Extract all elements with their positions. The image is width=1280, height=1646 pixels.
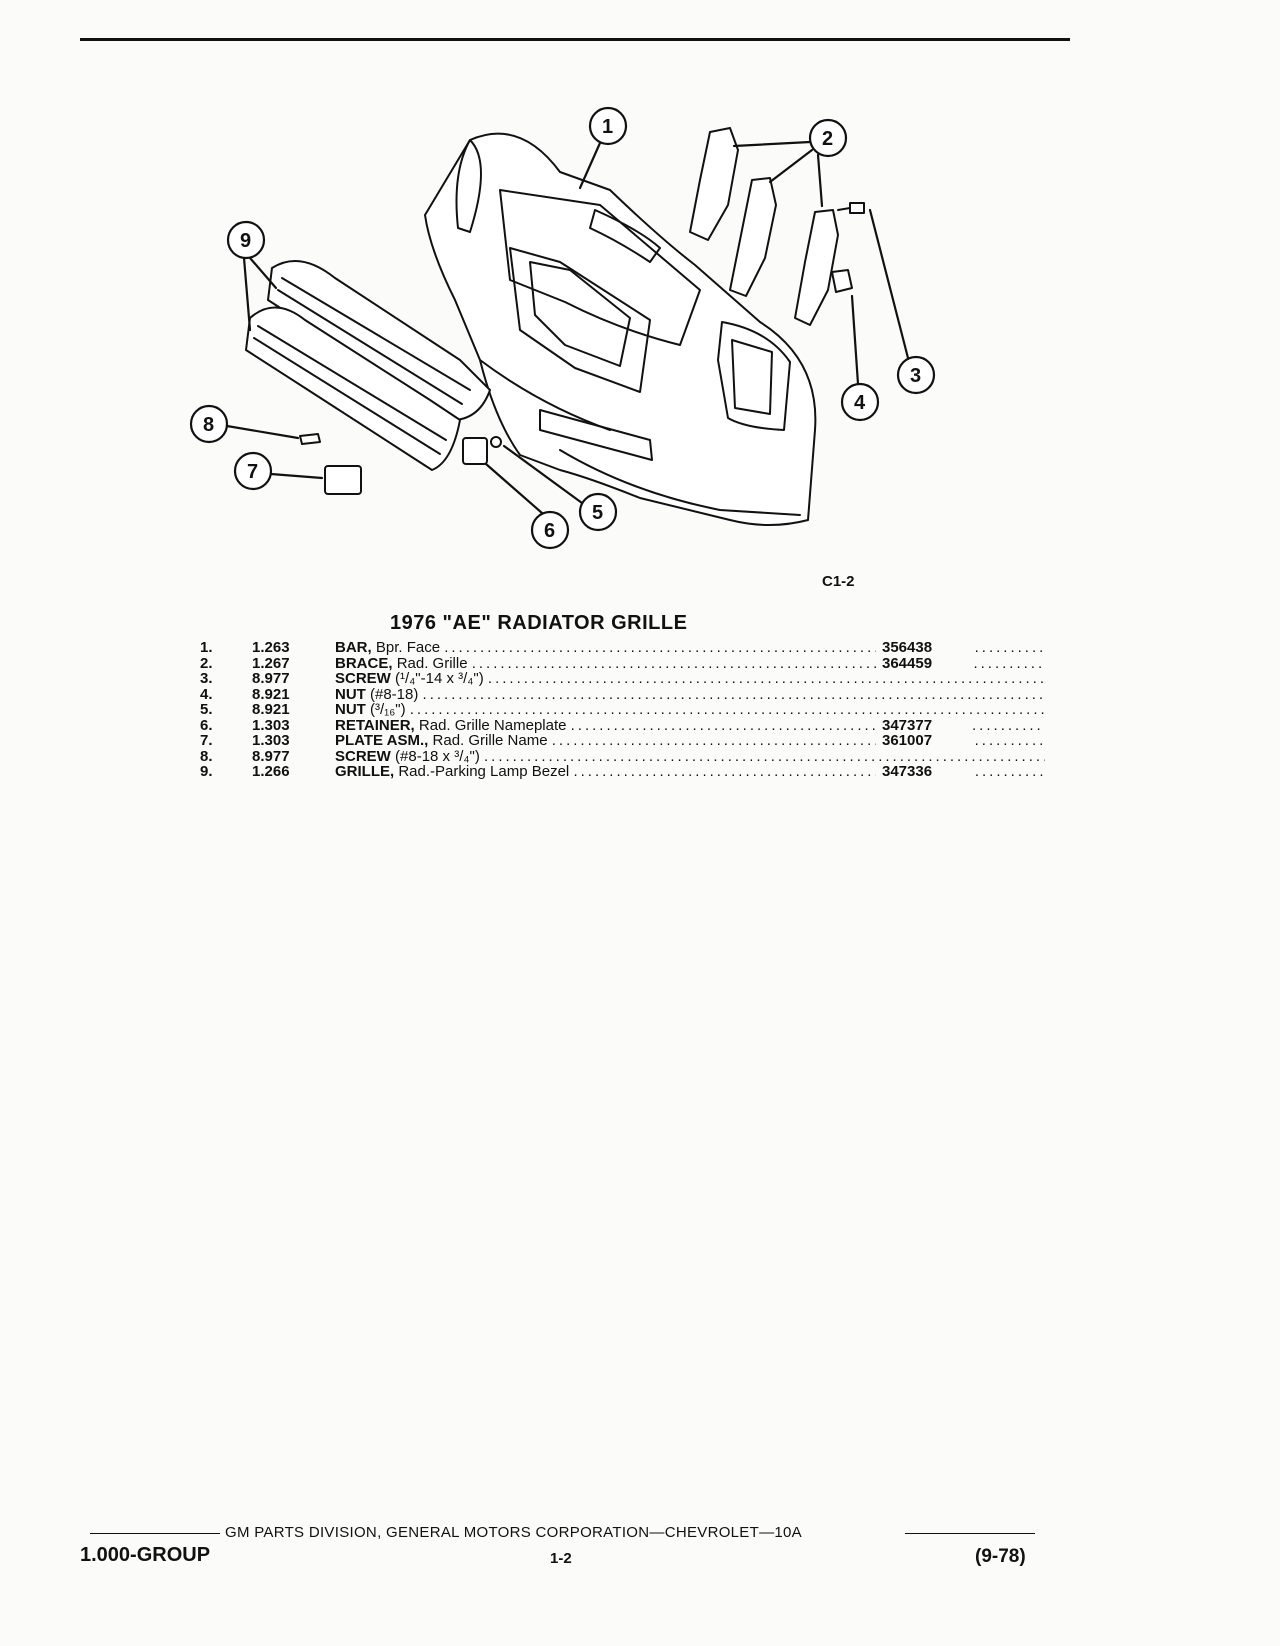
callout-8: 8 [189, 404, 300, 444]
parts-row: 9. 1.266 GRILLE, Rad.-Parking Lamp Bezel… [200, 763, 1045, 780]
item-number: 7. [200, 732, 213, 749]
footer-publisher: GM PARTS DIVISION, GENERAL MOTORS CORPOR… [225, 1524, 802, 1541]
item-number: 8. [200, 747, 213, 765]
part-description: NUT (³/₁₆") ............................… [335, 702, 1045, 718]
parts-row: 5. 8.921 NUT (³/₁₆") ...................… [200, 701, 1045, 718]
svg-text:9: 9 [240, 230, 251, 252]
footer-rule-left [90, 1533, 220, 1534]
part-name: BAR, [335, 640, 372, 656]
brace-screw-and-nut [831, 202, 865, 293]
part-description: SCREW (#8-18 x ³/₄") ...................… [335, 748, 1045, 764]
parts-row: 7. 1.303 PLATE ASM., Rad. Grille Name ..… [200, 732, 1045, 749]
part-detail: Bpr. Face [375, 640, 441, 656]
parts-list: 1. 1.263 BAR, Bpr. Face ................… [200, 639, 1045, 780]
part-name: BRACE, [335, 655, 393, 671]
callout-5: 5 [502, 444, 618, 532]
radiator-grille [245, 260, 491, 471]
part-name: SCREW [335, 671, 391, 687]
item-number: 5. [200, 701, 213, 718]
svg-text:5: 5 [592, 502, 603, 524]
top-rule [80, 38, 1070, 41]
parts-row: 2. 1.267 BRACE, Rad. Grille ............… [200, 654, 1045, 672]
grille-braces [689, 127, 839, 326]
parts-row: 8. 8.977 SCREW (#8-18 x ³/₄") ..........… [200, 747, 1045, 765]
part-detail: Rad. Grille Nameplate [418, 717, 567, 733]
group-number: 8.921 [252, 701, 290, 718]
parts-row: 3. 8.977 SCREW (¹/₄"-14 x ³/₄") ........… [200, 670, 1045, 687]
footer-date: (9-78) [975, 1546, 1026, 1567]
item-number: 9. [200, 763, 213, 780]
part-detail: Rad. Grille Name [432, 733, 548, 749]
grille-hardware [299, 433, 502, 495]
parts-row: 1. 1.263 BAR, Bpr. Face ................… [200, 639, 1045, 656]
svg-text:8: 8 [203, 414, 214, 436]
group-number: 1.303 [252, 732, 290, 749]
group-number: 8.977 [252, 670, 290, 687]
group-number: 1.267 [252, 654, 290, 672]
callout-2: 2 [732, 118, 848, 208]
part-number: 361007 [876, 733, 972, 749]
bumper-face-bar [424, 132, 817, 526]
footer-rule-right [905, 1533, 1035, 1534]
group-number: 1.266 [252, 763, 290, 780]
svg-text:7: 7 [247, 461, 258, 483]
part-detail: (¹/₄"-14 x ³/₄") [395, 671, 484, 687]
svg-text:1: 1 [602, 116, 613, 138]
item-number: 1. [200, 639, 213, 656]
part-name: PLATE ASM., [335, 733, 429, 749]
part-name: GRILLE, [335, 764, 395, 780]
callout-7: 7 [233, 451, 324, 491]
parts-row: 6. 1.303 RETAINER, Rad. Grille Nameplate… [200, 716, 1045, 734]
callout-1: 1 [578, 106, 628, 190]
item-number: 3. [200, 670, 213, 687]
svg-text:4: 4 [854, 392, 866, 414]
part-name: SCREW [335, 748, 391, 764]
item-number: 6. [200, 716, 213, 734]
callout-4: 4 [840, 294, 880, 422]
part-description: SCREW (¹/₄"-14 x ³/₄") .................… [335, 671, 1045, 687]
svg-text:6: 6 [544, 520, 555, 542]
part-description: NUT (#8-18) ............................… [335, 686, 1045, 702]
parts-row: 4. 8.921 NUT (#8-18) ...................… [200, 685, 1045, 703]
part-detail: (#8-18) [370, 686, 419, 702]
footer-page-number: 1-2 [550, 1550, 572, 1567]
part-name: NUT [335, 686, 366, 702]
group-number: 8.977 [252, 747, 290, 765]
part-detail: Rad. Grille [396, 655, 468, 671]
part-number: 364459 [876, 655, 972, 671]
exploded-parts-illustration: 1 2 3 4 5 6 [189, 106, 936, 550]
part-detail: (#8-18 x ³/₄") [395, 748, 480, 764]
part-name: NUT [335, 702, 366, 718]
footer-group: 1.000-GROUP [80, 1544, 211, 1566]
part-number: 356438 [876, 640, 972, 656]
part-detail: Rad.-Parking Lamp Bezel [398, 764, 570, 780]
figure-code: C1-2 [822, 573, 855, 590]
part-name: RETAINER, [335, 717, 415, 733]
callout-6: 6 [484, 462, 570, 550]
part-number: 347336 [876, 764, 972, 780]
part-number: 347377 [876, 717, 972, 733]
item-number: 4. [200, 685, 213, 703]
group-number: 8.921 [252, 685, 290, 703]
page-title: 1976 "AE" RADIATOR GRILLE [390, 612, 688, 634]
group-number: 1.303 [252, 716, 290, 734]
svg-text:3: 3 [910, 365, 921, 387]
item-number: 2. [200, 654, 213, 672]
callout-3: 3 [868, 208, 936, 395]
svg-text:2: 2 [822, 128, 833, 150]
part-detail: (³/₁₆") [370, 702, 406, 718]
group-number: 1.263 [252, 639, 290, 656]
callout-9: 9 [226, 220, 278, 332]
